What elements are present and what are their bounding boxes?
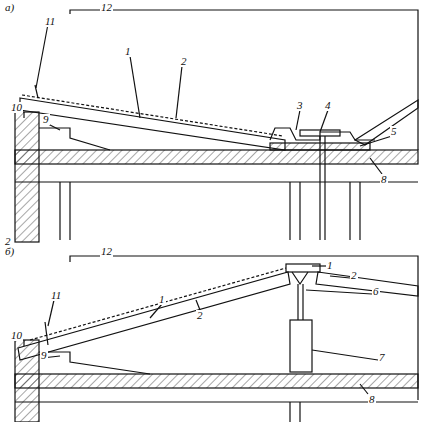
callout-number: 10 xyxy=(10,102,23,113)
callout-number: 8 xyxy=(368,394,376,405)
callout-number: 9 xyxy=(42,114,50,125)
callout-number: 2 xyxy=(350,270,358,281)
callout-number: 10 xyxy=(10,330,23,341)
callout-number: 11 xyxy=(44,16,56,27)
slab-line xyxy=(15,181,418,182)
drain-pipe xyxy=(319,136,320,240)
beam xyxy=(39,352,150,374)
callout-number: 6 xyxy=(372,286,380,297)
ridge-node xyxy=(292,272,308,284)
callout-number: 5 xyxy=(390,126,398,137)
floor-slab xyxy=(15,374,418,388)
support-beam xyxy=(270,143,370,150)
ridge-cap xyxy=(286,264,320,272)
callout-number: 12 xyxy=(100,2,113,13)
column xyxy=(69,182,70,240)
callout-number: 12 xyxy=(100,246,113,257)
roof-panel xyxy=(355,100,418,145)
callout-number: 2 xyxy=(180,56,188,67)
callout-number: 3 xyxy=(296,100,304,111)
roof-panel xyxy=(316,272,418,296)
floor-slab xyxy=(15,150,418,164)
view-label: а) xyxy=(4,2,15,13)
view-label: б) xyxy=(4,246,15,257)
beam xyxy=(39,128,110,150)
roof-panel xyxy=(18,272,290,360)
roof-cover xyxy=(30,268,286,340)
drain-pipe xyxy=(324,136,325,240)
gutter xyxy=(270,128,375,140)
frame-line xyxy=(70,10,418,150)
roof-panel xyxy=(20,98,285,150)
callout-number: 4 xyxy=(324,100,332,111)
callout-number: 9 xyxy=(40,350,48,361)
wall xyxy=(15,112,39,242)
callout-number: 1 xyxy=(326,260,334,271)
column xyxy=(59,182,60,240)
callout-number: 11 xyxy=(50,290,62,301)
callout-number: 7 xyxy=(378,352,386,363)
callout-number: 2 xyxy=(196,310,204,321)
callout-number: 1 xyxy=(158,294,166,305)
callout-number: 1 xyxy=(124,46,132,57)
roof-cover xyxy=(22,95,283,136)
post xyxy=(290,320,312,372)
callout-number: 8 xyxy=(380,174,388,185)
